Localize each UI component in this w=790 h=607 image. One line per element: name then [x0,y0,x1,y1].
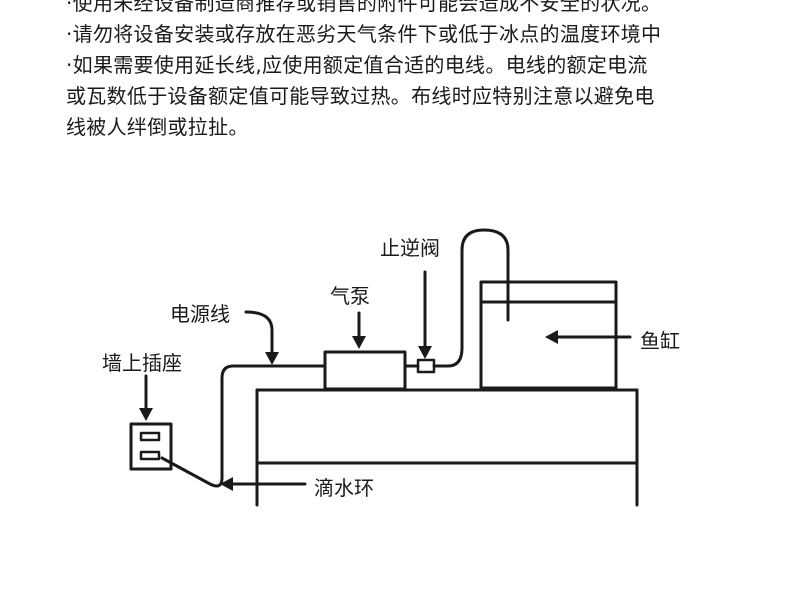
wall-outlet-label: 墙上插座 [102,351,182,375]
air-pump-label: 气泵 [330,284,370,308]
warning-line-4: 或瓦数低于设备额定值可能导致过热。布线时应特别注意以避免电 [66,84,655,108]
warning-line-1: ·使用未经设备制造商推荐或销售的附件可能会造成不安全的状况。 [66,0,662,15]
wall-outlet-arrowhead [139,408,153,421]
warning-line-2: ·请勿将设备安装或存放在恶劣天气条件下或低于冰点的温度环境中 [66,22,662,46]
fish-tank [479,280,618,390]
stand [255,388,639,507]
power-cord [160,364,327,488]
check-valve [416,358,436,374]
air-pump-arrowhead [352,336,366,349]
power-cord-leader [244,310,274,358]
fish-tank-label: 鱼缸 [640,329,680,353]
warning-line-5: 线被人绊倒或拉扯。 [66,115,249,139]
check-valve-arrowhead [418,346,432,359]
fish-tank-arrowhead [545,330,558,344]
wall-outlet [129,422,173,471]
air-line [432,228,510,368]
drip-loop-arrowhead [220,477,233,491]
check-valve-label: 止逆阀 [380,236,440,260]
warning-line-3: ·如果需要使用延长线,应使用额定值合适的电线。电线的额定电流 [66,53,648,77]
power-cord-label: 电源线 [170,302,230,326]
air-pump [323,350,407,391]
drip-loop-label: 滴水环 [314,476,374,500]
warning-text: ·使用未经设备制造商推荐或销售的附件可能会造成不安全的状况。 ·请勿将设备安装或… [66,0,766,143]
power-cord-arrowhead [265,352,279,365]
